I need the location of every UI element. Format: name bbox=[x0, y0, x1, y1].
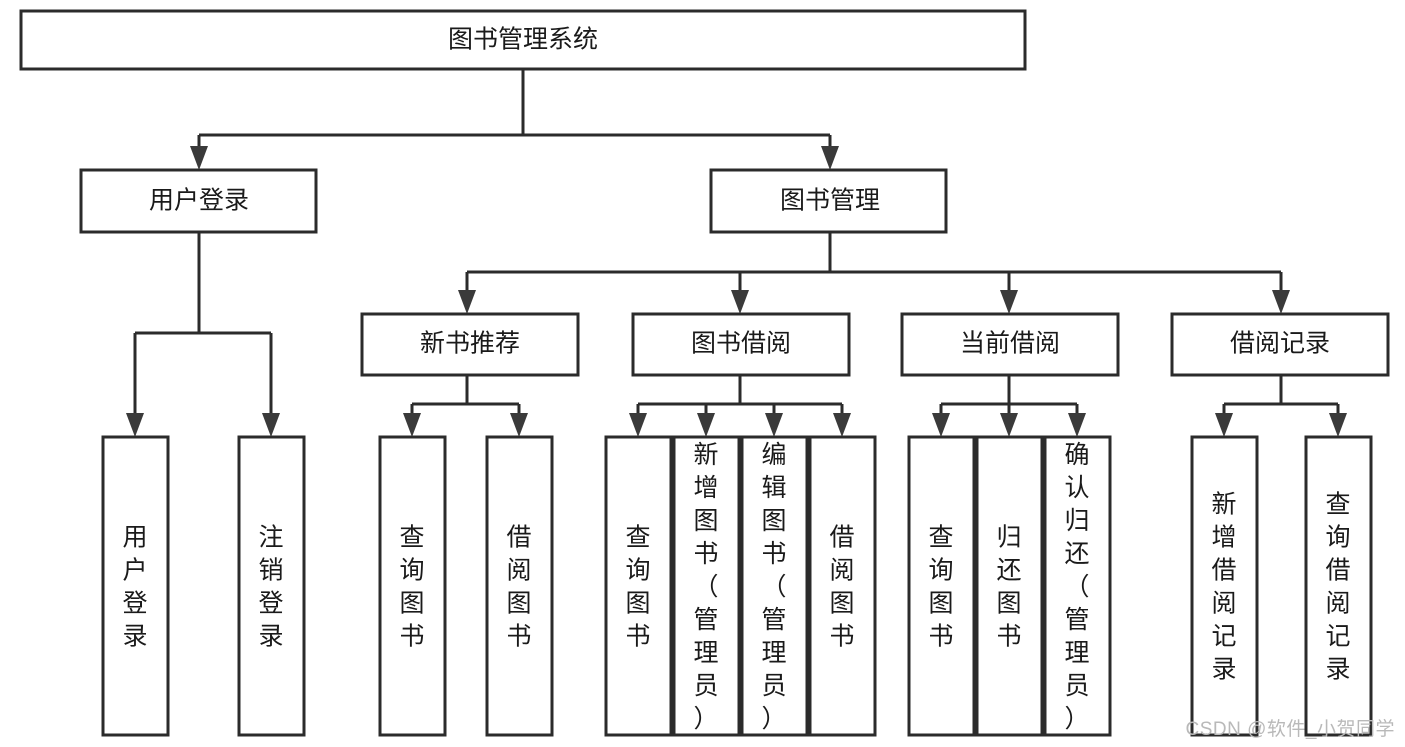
node-borrow-record[interactable]: 借阅记录 bbox=[1170, 312, 1390, 377]
node-leaf-query-book-3[interactable]: 查询图书 bbox=[907, 435, 976, 737]
node-leaf-query-book-1-label: 查询图书 bbox=[399, 524, 424, 651]
node-new-book-recommend-box[interactable] bbox=[360, 312, 580, 377]
arrow-head-leaf-user-logout bbox=[262, 413, 280, 437]
node-borrow-record-label: 借阅记录 bbox=[1230, 330, 1330, 358]
node-leaf-query-book-1[interactable]: 查询图书 bbox=[378, 435, 447, 737]
node-leaf-add-record-box[interactable] bbox=[1190, 435, 1259, 737]
node-borrow-record-box[interactable] bbox=[1170, 312, 1390, 377]
node-current-borrow-box[interactable] bbox=[900, 312, 1120, 377]
node-leaf-query-book-3-box[interactable] bbox=[907, 435, 976, 737]
arrow-head-book-borrow bbox=[731, 290, 749, 314]
node-book-borrow[interactable]: 图书借阅 bbox=[631, 312, 851, 377]
node-leaf-query-book-2[interactable]: 查询图书 bbox=[604, 435, 673, 737]
node-leaf-user-logout-label: 注销登录 bbox=[258, 524, 283, 651]
connector-group-root bbox=[190, 70, 839, 170]
connector-group-borrow-record bbox=[1215, 375, 1347, 437]
node-book-management-box[interactable] bbox=[709, 168, 948, 234]
node-leaf-confirm-return-box[interactable] bbox=[1043, 435, 1112, 737]
arrow-head-leaf-confirm-return bbox=[1068, 413, 1086, 437]
node-leaf-borrow-book-2[interactable]: 借阅图书 bbox=[808, 435, 877, 737]
node-leaf-edit-book-label: 编辑图书（管理员） bbox=[761, 441, 786, 733]
connector-group-current-borrow bbox=[932, 375, 1086, 437]
node-leaf-user-login-label: 用户登录 bbox=[122, 524, 147, 651]
node-leaf-query-record-label: 查询借阅记录 bbox=[1325, 491, 1350, 684]
arrow-head-leaf-borrow-book-2 bbox=[833, 413, 851, 437]
node-leaf-query-record-box[interactable] bbox=[1304, 435, 1373, 737]
node-root[interactable]: 图书管理系统 bbox=[19, 9, 1027, 71]
node-current-borrow[interactable]: 当前借阅 bbox=[900, 312, 1120, 377]
node-leaf-borrow-book-1[interactable]: 借阅图书 bbox=[485, 435, 554, 737]
node-leaf-borrow-book-2-box[interactable] bbox=[808, 435, 877, 737]
arrow-head-leaf-return-book bbox=[1000, 413, 1018, 437]
node-leaf-add-book[interactable]: 新增图书（管理员） bbox=[672, 435, 741, 737]
node-leaf-user-login-box[interactable] bbox=[101, 435, 170, 737]
node-book-management[interactable]: 图书管理 bbox=[709, 168, 948, 234]
connector-group-user-login bbox=[126, 232, 280, 437]
node-leaf-add-book-label: 新增图书（管理员） bbox=[693, 441, 718, 733]
node-current-borrow-label: 当前借阅 bbox=[960, 330, 1060, 358]
node-new-book-recommend-label: 新书推荐 bbox=[420, 330, 520, 358]
node-leaf-borrow-book-1-label: 借阅图书 bbox=[506, 524, 531, 651]
node-root-box[interactable] bbox=[19, 9, 1027, 71]
node-leaf-query-book-1-box[interactable] bbox=[378, 435, 447, 737]
node-new-book-recommend[interactable]: 新书推荐 bbox=[360, 312, 580, 377]
node-leaf-query-book-2-box[interactable] bbox=[604, 435, 673, 737]
node-book-borrow-label: 图书借阅 bbox=[691, 330, 791, 358]
node-leaf-edit-book[interactable]: 编辑图书（管理员） bbox=[740, 435, 809, 737]
node-leaf-user-logout-box[interactable] bbox=[237, 435, 306, 737]
arrow-head-book-mgmt bbox=[821, 146, 839, 170]
node-leaf-confirm-return[interactable]: 确认归还（管理员） bbox=[1043, 435, 1112, 737]
node-user-login-box[interactable] bbox=[79, 168, 318, 234]
arrow-head-leaf-add-record bbox=[1215, 413, 1233, 437]
node-leaf-return-book[interactable]: 归还图书 bbox=[975, 435, 1044, 737]
arrow-head-user-login bbox=[190, 146, 208, 170]
arrow-head-current-borrow bbox=[1000, 290, 1018, 314]
connector-group-book-mgmt bbox=[458, 232, 1290, 314]
node-leaf-query-record[interactable]: 查询借阅记录 bbox=[1304, 435, 1373, 737]
arrow-head-new-book bbox=[458, 290, 476, 314]
node-leaf-edit-book-box[interactable] bbox=[740, 435, 809, 737]
arrow-head-leaf-query-record bbox=[1329, 413, 1347, 437]
node-leaf-query-book-2-label: 查询图书 bbox=[625, 524, 650, 651]
node-leaf-user-login[interactable]: 用户登录 bbox=[101, 435, 170, 737]
node-leaf-borrow-book-1-box[interactable] bbox=[485, 435, 554, 737]
arrow-head-leaf-query-book-3 bbox=[932, 413, 950, 437]
connector-group-new-book bbox=[403, 375, 528, 437]
node-leaf-add-record[interactable]: 新增借阅记录 bbox=[1190, 435, 1259, 737]
node-leaf-user-logout[interactable]: 注销登录 bbox=[237, 435, 306, 737]
node-leaf-borrow-book-2-label: 借阅图书 bbox=[829, 524, 854, 651]
node-leaf-query-book-3-label: 查询图书 bbox=[928, 524, 953, 651]
node-leaf-return-book-box[interactable] bbox=[975, 435, 1044, 737]
node-leaf-add-book-box[interactable] bbox=[672, 435, 741, 737]
node-book-management-label: 图书管理 bbox=[780, 187, 880, 215]
node-book-borrow-box[interactable] bbox=[631, 312, 851, 377]
node-user-login[interactable]: 用户登录 bbox=[79, 168, 318, 234]
node-root-label: 图书管理系统 bbox=[448, 26, 598, 54]
arrow-head-leaf-add-book bbox=[697, 413, 715, 437]
arrow-head-leaf-borrow-book-1 bbox=[510, 413, 528, 437]
node-leaf-add-record-label: 新增借阅记录 bbox=[1211, 491, 1236, 684]
arrow-head-leaf-edit-book bbox=[765, 413, 783, 437]
node-leaf-return-book-label: 归还图书 bbox=[996, 524, 1021, 651]
node-user-login-label: 用户登录 bbox=[149, 187, 249, 215]
connector-group-book-borrow bbox=[629, 375, 851, 437]
arrow-head-leaf-query-book-2 bbox=[629, 413, 647, 437]
node-leaf-confirm-return-label: 确认归还（管理员） bbox=[1064, 441, 1089, 733]
arrow-head-borrow-record bbox=[1272, 290, 1290, 314]
arrow-head-leaf-user-login bbox=[126, 413, 144, 437]
arrow-head-leaf-query-book-1 bbox=[403, 413, 421, 437]
